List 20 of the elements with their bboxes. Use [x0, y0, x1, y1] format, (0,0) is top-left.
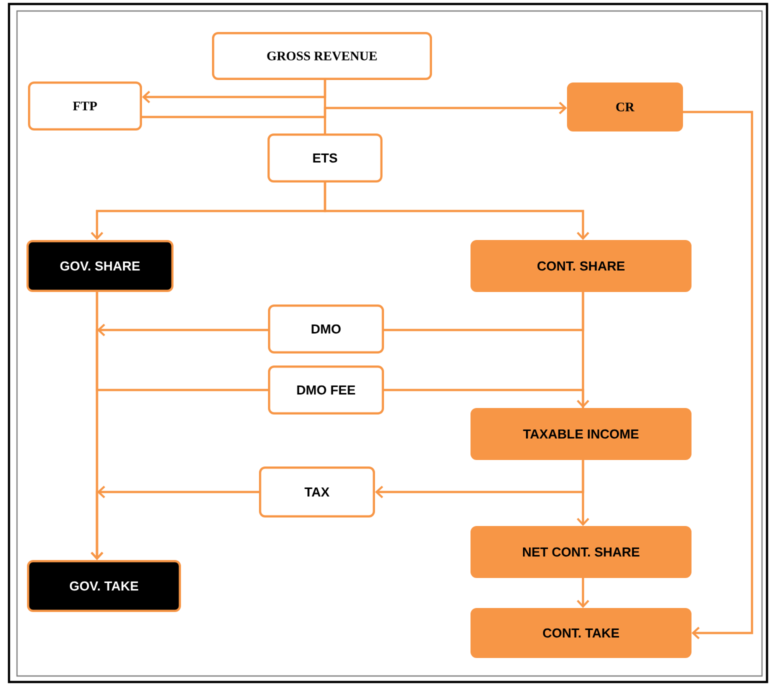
- process-box: DMO FEE: [268, 366, 384, 414]
- arrow: [384, 388, 590, 408]
- arrow: [576, 578, 590, 608]
- arrow: [90, 486, 259, 560]
- arrow: [683, 110, 754, 640]
- process-box: TAXABLE INCOME: [470, 408, 692, 460]
- process-box: DMO: [268, 304, 384, 354]
- process-box: CR: [567, 82, 683, 132]
- arrow: [142, 102, 567, 118]
- process-box: GOV. TAKE: [27, 560, 181, 612]
- process-box: ETS: [268, 134, 382, 182]
- process-box: NET CONT. SHARE: [470, 526, 692, 578]
- process-box: GROSS REVENUE: [212, 32, 432, 80]
- arrow: [576, 460, 590, 526]
- process-box: TAX: [259, 466, 375, 518]
- process-box: CONT. TAKE: [470, 608, 692, 658]
- arrow: [324, 182, 590, 240]
- process-box: CONT. SHARE: [470, 240, 692, 292]
- process-box: GOV. SHARE: [26, 240, 174, 292]
- process-box: FTP: [28, 82, 142, 130]
